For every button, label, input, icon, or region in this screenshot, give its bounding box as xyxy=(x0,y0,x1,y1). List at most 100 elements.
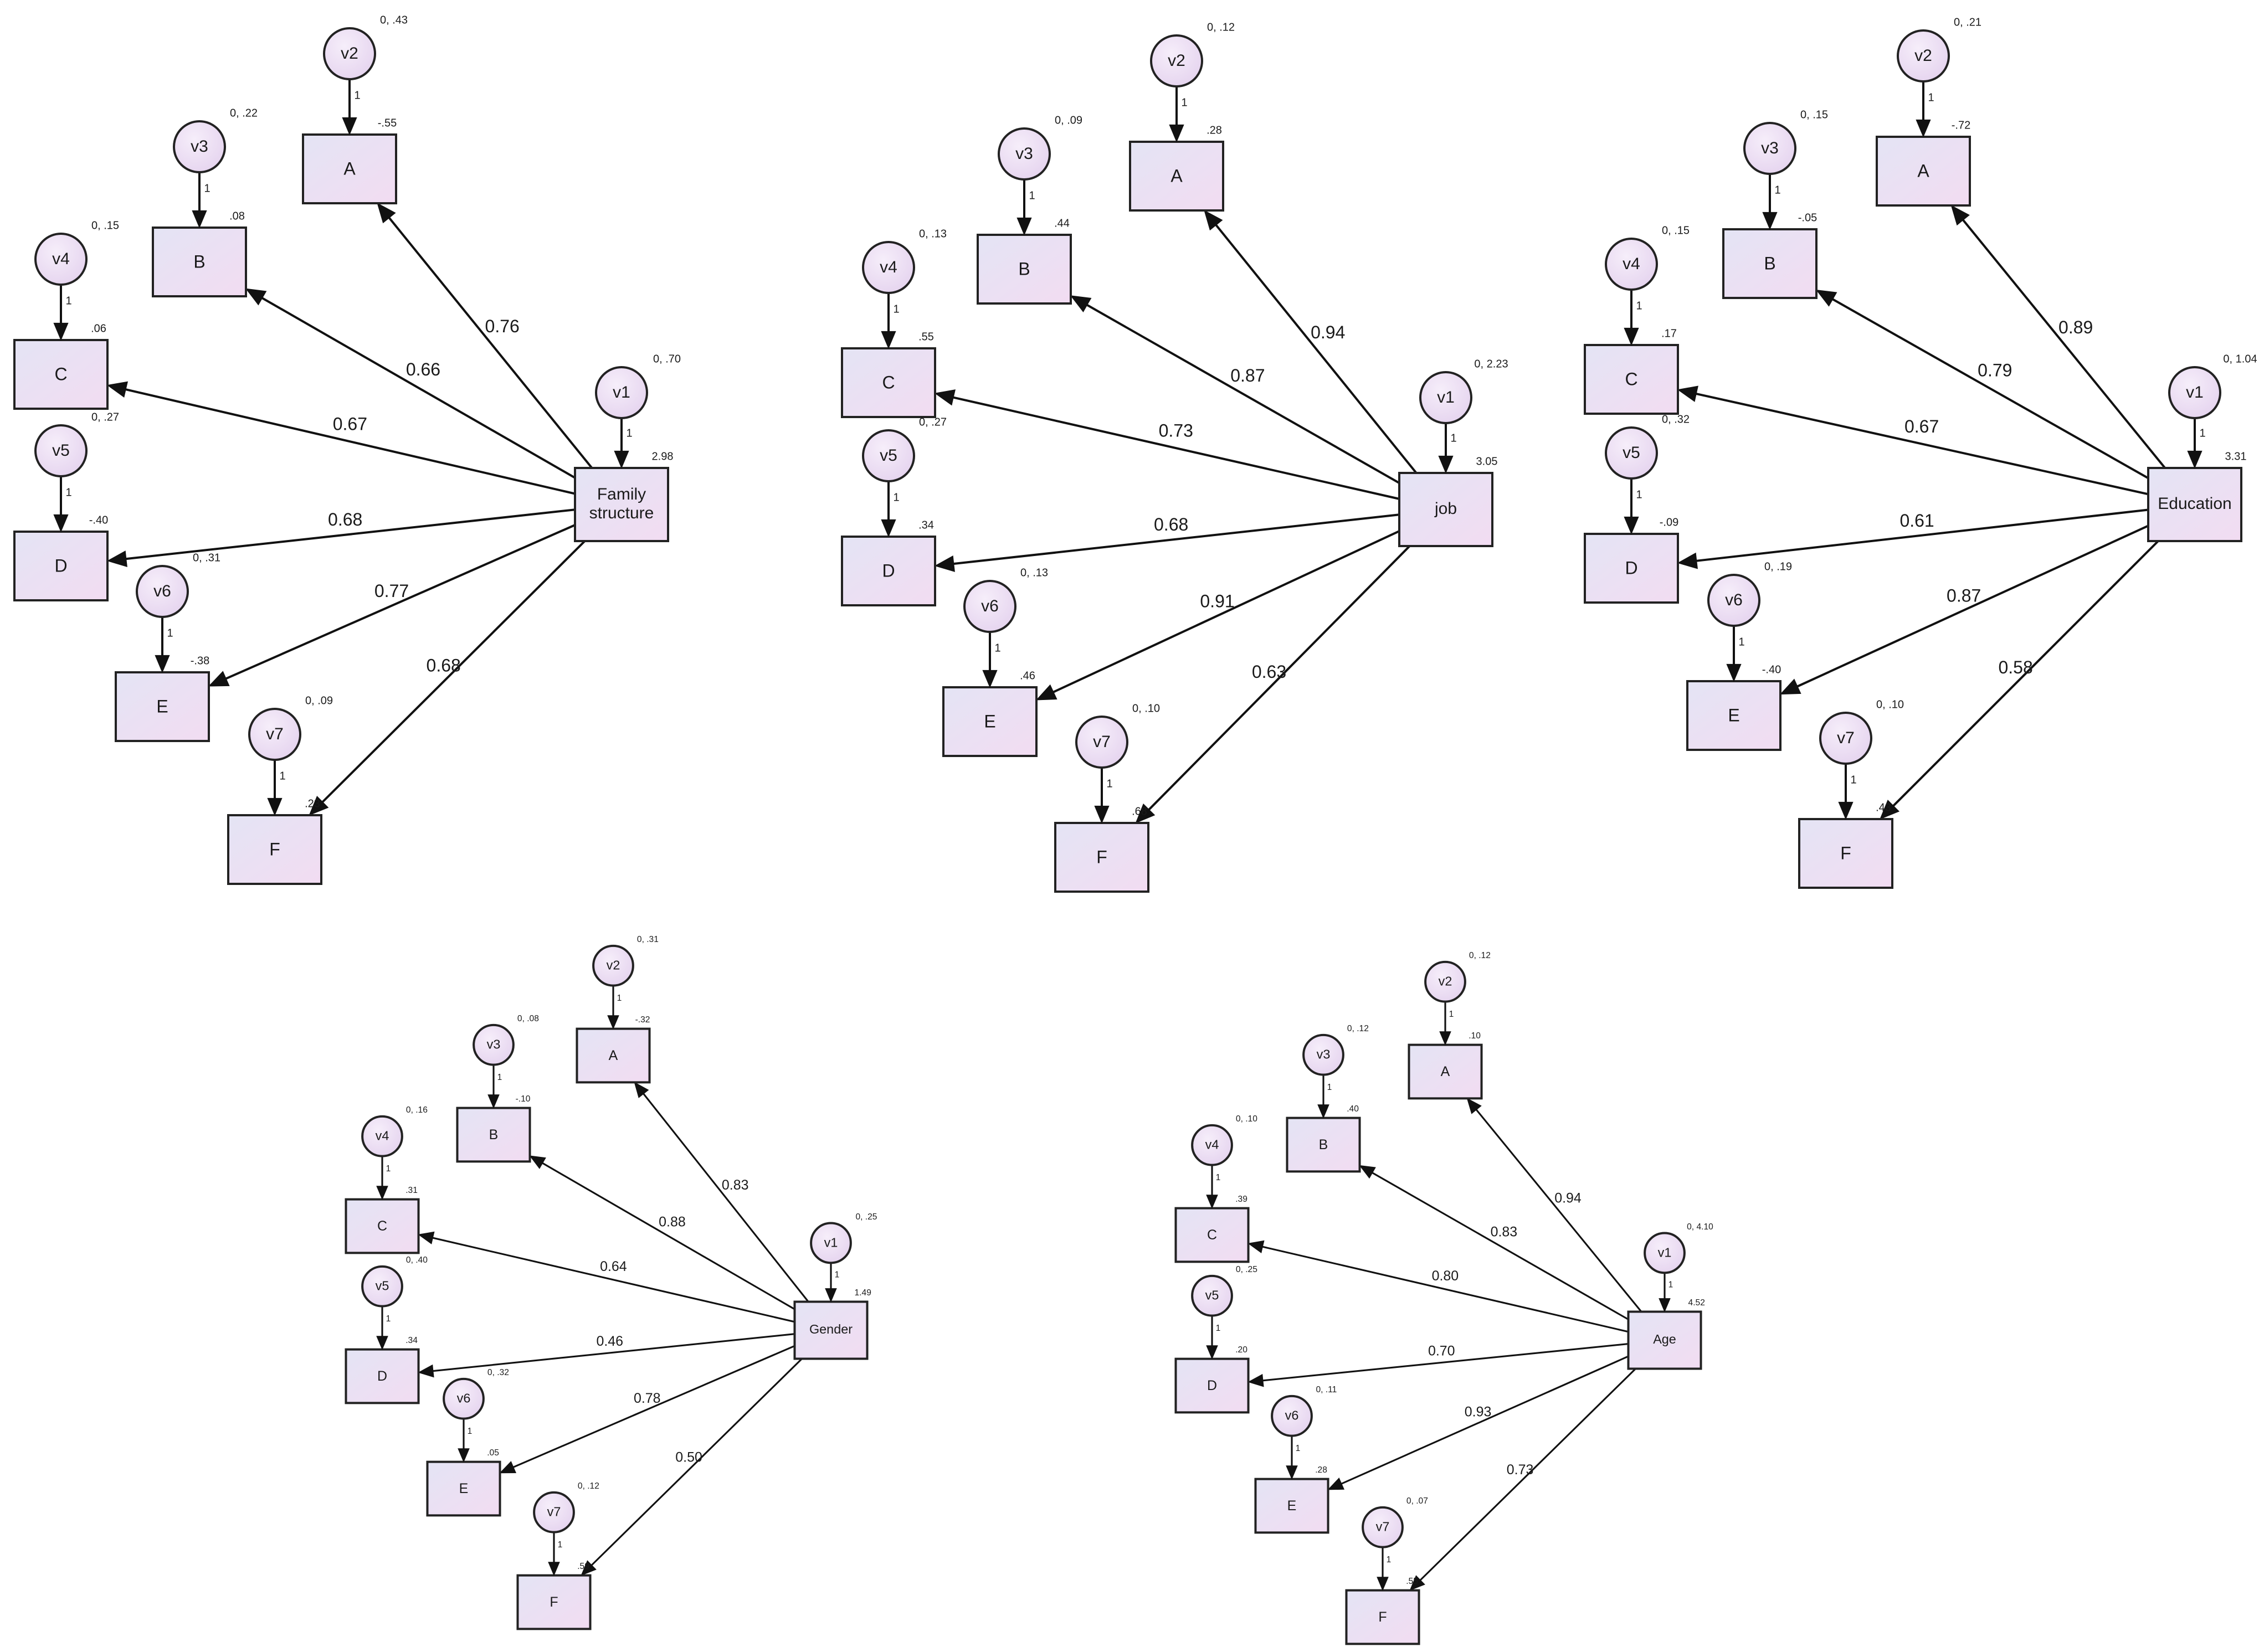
loading-label-b: 0.87 xyxy=(1230,366,1265,385)
error-path-weight: 1 xyxy=(1850,774,1856,786)
error-stats: 0, .70 xyxy=(653,353,681,365)
loading-arrow-e xyxy=(499,1345,795,1474)
error-path-weight: 1 xyxy=(893,491,899,503)
loading-arrow-c xyxy=(418,1231,795,1323)
indicator-intercept: .68 xyxy=(1132,805,1147,817)
loading-label-b: 0.79 xyxy=(1978,360,2012,380)
error-stats: 0, .12 xyxy=(1207,21,1235,33)
indicator-box xyxy=(1876,136,1971,207)
error-v7: v70, .071 xyxy=(1362,1496,1428,1591)
error-arrow xyxy=(1726,626,1742,682)
error-path-weight: 1 xyxy=(1774,184,1780,196)
error-stats: 0, .25 xyxy=(1236,1265,1257,1274)
error-v5: v50, .251 xyxy=(1191,1265,1257,1360)
indicator-box xyxy=(1345,1589,1420,1645)
loading-arrow-d xyxy=(418,1333,795,1378)
loading-arrow-c xyxy=(1677,385,2149,496)
indicator-intercept: -.40 xyxy=(1762,663,1781,676)
indicator-intercept: .06 xyxy=(91,322,106,334)
error-v2: v20, .311 xyxy=(592,935,659,1030)
loading-label-e: 0.87 xyxy=(1947,585,1981,605)
error-path-weight: 1 xyxy=(1450,432,1456,444)
error-name: v2 xyxy=(341,44,358,63)
loading-label-f: 0.73 xyxy=(1507,1462,1534,1478)
error-stats: 0, .19 xyxy=(1764,560,1792,573)
indicator-label: D xyxy=(377,1368,387,1384)
indicator-label: C xyxy=(54,364,67,384)
indicator-intercept: .28 xyxy=(1206,124,1222,136)
error-name: v5 xyxy=(52,441,70,460)
indicator-label: C xyxy=(1625,369,1637,389)
error-circle xyxy=(1271,1394,1313,1437)
error-stats: 0, .27 xyxy=(919,416,947,428)
error-path-weight: 1 xyxy=(65,295,71,307)
indicator-box xyxy=(1722,228,1818,299)
loading-label-a: 0.83 xyxy=(722,1177,749,1193)
indicator-box xyxy=(227,814,322,885)
error-stats: 0, .10 xyxy=(1876,698,1904,711)
error-circle xyxy=(1191,1124,1233,1166)
error-circle xyxy=(1362,1506,1404,1548)
error-circle xyxy=(1419,371,1472,424)
error-arrow xyxy=(155,617,170,673)
error-arrow xyxy=(1762,174,1778,230)
error-name: v1 xyxy=(1658,1245,1672,1259)
indicator-box xyxy=(977,234,1072,305)
error-arrow xyxy=(1016,179,1032,236)
indicator-label: D xyxy=(1625,558,1637,578)
latent-label: job xyxy=(1434,500,1457,518)
error-v1: v10, 4.101 xyxy=(1644,1222,1713,1313)
error-stats: 0, .09 xyxy=(1055,114,1082,126)
error-arrow xyxy=(1624,290,1639,346)
latent-intercept: 1.49 xyxy=(855,1288,871,1298)
error-circle xyxy=(533,1491,575,1533)
error-circle xyxy=(323,27,376,80)
error-v1: v10, .701 xyxy=(595,353,681,469)
indicator-label: A xyxy=(609,1048,618,1063)
error-arrow xyxy=(825,1263,837,1303)
error-stats: 0, .12 xyxy=(578,1481,599,1491)
error-v1: v10, 1.041 xyxy=(2168,353,2257,469)
loading-label-d: 0.70 xyxy=(1428,1343,1455,1358)
loading-label-e: 0.77 xyxy=(374,581,409,601)
latent-label: Education xyxy=(2158,495,2231,513)
error-name: v3 xyxy=(1317,1047,1331,1062)
error-path-weight: 1 xyxy=(386,1314,391,1324)
indicator-box xyxy=(1686,680,1781,751)
indicator-intercept: -.40 xyxy=(89,514,108,526)
error-v5: v50, .401 xyxy=(361,1255,428,1350)
error-path-weight: 1 xyxy=(1216,1173,1221,1182)
indicator-label: B xyxy=(1764,253,1775,273)
latent-label: Age xyxy=(1653,1332,1676,1346)
latent-intercept: 4.52 xyxy=(1688,1298,1705,1308)
indicator-intercept: .05 xyxy=(487,1448,499,1458)
error-path-weight: 1 xyxy=(1296,1444,1301,1453)
indicator-box xyxy=(152,227,247,297)
indicator-label: D xyxy=(882,560,895,580)
error-stats: 0, .10 xyxy=(1236,1114,1257,1124)
error-path-weight: 1 xyxy=(1181,96,1187,109)
error-stats: 0, .15 xyxy=(1800,109,1828,121)
error-arrow xyxy=(1286,1435,1298,1480)
indicator-intercept: -.72 xyxy=(1952,119,1970,131)
error-path-weight: 1 xyxy=(1738,636,1744,648)
error-path-weight: 1 xyxy=(1029,189,1035,202)
error-v4: v40, .151 xyxy=(34,219,119,341)
error-name: v6 xyxy=(1725,591,1743,609)
error-name: v6 xyxy=(153,582,171,600)
indicator-label: A xyxy=(1441,1064,1450,1079)
indicator-box xyxy=(1408,1043,1483,1100)
error-stats: 0, .31 xyxy=(193,552,220,564)
indicator-label: F xyxy=(1840,843,1851,863)
error-path-weight: 1 xyxy=(617,994,622,1003)
loading-label-a: 0.94 xyxy=(1554,1190,1582,1206)
error-name: v1 xyxy=(824,1235,838,1249)
